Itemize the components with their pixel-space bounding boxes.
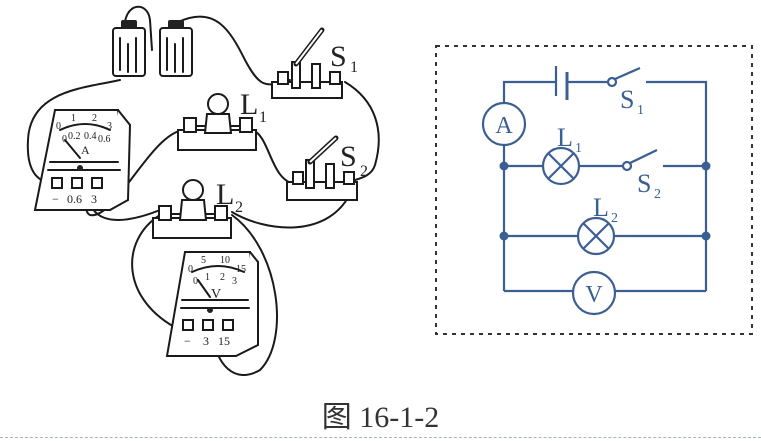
ammeter-tick-bottom: 0.2 [68,131,81,142]
schematic-lamp-l1 [541,146,581,186]
schematic-label-l1: L [557,123,573,152]
voltmeter-tick-top: 15 [236,264,246,275]
physical-circuit: S 1 S 2 L 1 [26,5,380,376]
ammeter-needle [64,139,81,159]
schematic-ammeter-symbol: A [495,113,513,139]
label-s1-sub: 1 [350,59,358,76]
wire-l1-s2 [251,129,296,185]
voltmeter-unit: V [211,287,221,302]
voltmeter-terminal-label: 3 [203,334,209,348]
ammeter-tick-bottom: 0.6 [98,134,111,145]
wire-s1-s2 [344,81,380,181]
figure-caption: 图 16-1-2 [321,401,440,434]
voltmeter-tick-bottom: 0 [193,276,198,287]
schematic-lamp-l2 [576,216,616,256]
ammeter-terminal-label: − [52,192,59,206]
label-l1: L [240,88,258,121]
wire-l2-voltmeter [131,214,181,331]
voltmeter-tick-top: 10 [220,255,230,266]
ammeter-tick-top: 3 [107,121,112,132]
ammeter-tick-top: 1 [71,113,76,124]
schematic-label-l2: L [593,193,609,222]
schematic-voltmeter [571,270,617,316]
voltmeter-tick-bottom: 3 [232,276,237,287]
label-l2: L [216,178,234,211]
switch-s2-blade [629,149,658,164]
switch-s1: S 1 [271,27,358,99]
ammeter-terminal-label: 0.6 [67,192,82,206]
switch-s2: S 2 [286,135,368,201]
voltmeter-tick-bottom: 1 [205,272,210,283]
schematic-label-s2: S [637,169,651,198]
label-l2-sub: 2 [235,199,243,216]
voltmeter-terminal-label: − [184,334,191,348]
ammeter-tick-top: 0 [56,121,61,132]
voltmeter-needle [197,279,211,298]
voltmeter-tick-top: 0 [188,264,193,275]
ammeter-unit: A [81,143,90,157]
schematic-label-l2-sub: 2 [611,211,618,226]
schematic-label-s1-sub: 1 [637,103,644,118]
schematic-label-s1: S [620,85,634,114]
wires [26,5,380,376]
battery-cell-1 [112,20,146,77]
schematic-voltmeter-symbol: V [585,282,603,308]
label-l1-sub: 1 [259,109,267,126]
switch-s2-pivot [621,160,633,172]
ammeter-scale-arc [59,123,111,131]
label-s1: S [330,40,347,73]
lamp-l2: L 2 [152,178,243,239]
schematic-diagram: S 1 A L 1 S 2 L 2 [435,45,753,335]
wire-battery-link [124,5,153,51]
ammeter-tick-bottom: 0 [62,134,67,145]
label-s2-sub: 2 [360,163,368,180]
ammeter-tick-top: 2 [92,113,97,124]
switch-s1-pivot [606,76,618,88]
voltmeter-scale-arc [191,265,245,273]
voltmeter-tick-bottom: 2 [220,272,225,283]
schematic-frame [435,45,753,335]
label-s2: S [340,140,357,173]
voltmeter-tick-top: 5 [201,255,206,266]
battery-cell-2 [159,20,193,77]
page-divider [0,437,761,438]
ammeter-terminal-label: 3 [91,192,97,206]
junction-dot [701,231,711,241]
schematic-label-s2-sub: 2 [654,187,661,202]
junction-dot [701,161,711,171]
wire-top-right [646,80,708,166]
voltmeter: 0 5 10 15 0 1 2 3 V − 3 15 [165,251,259,357]
junction-dot [499,161,509,171]
wire-battery-s1 [177,15,291,86]
switch-s1-blade [614,66,641,81]
lamp-l1: L 1 [177,88,267,151]
voltmeter-terminal-label: 15 [218,334,230,348]
schematic-label-l1-sub: 1 [575,141,582,156]
ammeter-tick-bottom: 0.4 [84,131,97,142]
wire-l2-voltmeter-15 [211,214,278,376]
ammeter: 0 1 2 3 0 0.2 0.4 0.6 A − 0.6 3 [33,109,132,211]
wire-l2-s2 [231,189,353,229]
junction-dot [499,231,509,241]
